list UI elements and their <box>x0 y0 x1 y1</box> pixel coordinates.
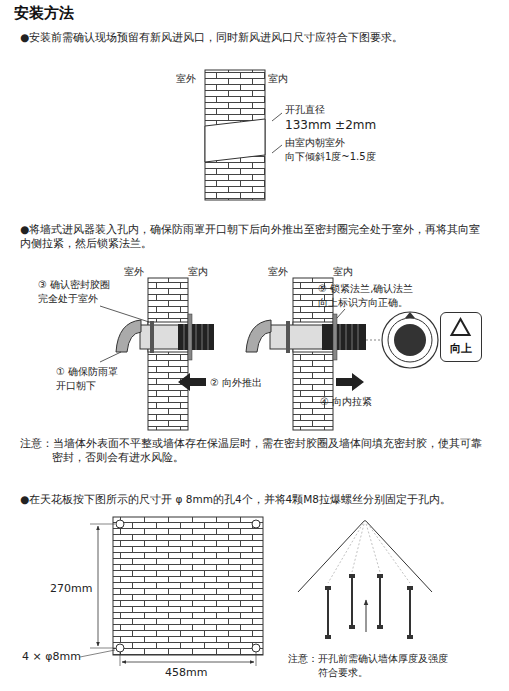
side-label: 室外 <box>268 265 288 279</box>
note-text: 注意：开孔前需确认墙体厚度及强度 符合要求。 <box>288 652 480 679</box>
side-label: 室内 <box>188 265 208 279</box>
note-text: 注意：当墙体外表面不平整或墙体存在保温层时，需在密封胶圈及墙体间填充密封胶，使其… <box>20 436 490 464</box>
ceiling-drilling <box>80 517 432 666</box>
side-label: 室内 <box>333 265 353 279</box>
callout-step: ② 向外推出 <box>210 376 262 390</box>
dimension-label: 4 × φ8mm <box>22 650 81 665</box>
bullet-text: ●在天花板按下图所示的尺寸开 φ 8mm的孔4个，并将4颗M8拉爆螺丝分别固定于… <box>20 492 506 506</box>
callout-step: ⑤ 锁紧法兰,确认法兰 向上标识方向正确。 <box>318 282 438 309</box>
section-title: 安装方法 <box>14 4 74 23</box>
side-label: 室外 <box>124 265 144 279</box>
icon-text: 向上 <box>441 341 481 359</box>
install-push-out <box>100 278 214 430</box>
dimension-value: 133mm ±2mm <box>285 117 376 133</box>
side-label: 室外 <box>176 72 196 86</box>
wall-section <box>205 70 282 200</box>
dimension-label: 270mm <box>50 582 92 597</box>
side-label: 室内 <box>268 72 288 86</box>
direction-icon: 向上 <box>440 312 482 362</box>
up-triangle <box>441 313 483 343</box>
install-pull-in <box>246 278 438 430</box>
bullet-text: ●将墙式进风器装入孔内，确保防雨罩开口朝下后向外推出至密封圈完全处于室外，再将其… <box>20 222 490 250</box>
dimension-label: 开孔直径 <box>285 103 325 117</box>
slope-note: 由室内朝室外 向下倾斜1度~1.5度 <box>285 136 380 163</box>
triangle-symbol <box>452 319 470 335</box>
callout-step: ④ 向内拉紧 <box>320 395 372 409</box>
callout-step: ① 确保防雨罩 开口朝下 <box>56 365 130 392</box>
callout-step: ③ 确认密封胶圈 完全处于室外 <box>38 278 120 305</box>
dimension-label: 458mm <box>165 666 207 681</box>
bullet-text: ●安装前需确认现场预留有新风进风口，同时新风进风口尺寸应符合下图要求。 <box>20 30 500 44</box>
